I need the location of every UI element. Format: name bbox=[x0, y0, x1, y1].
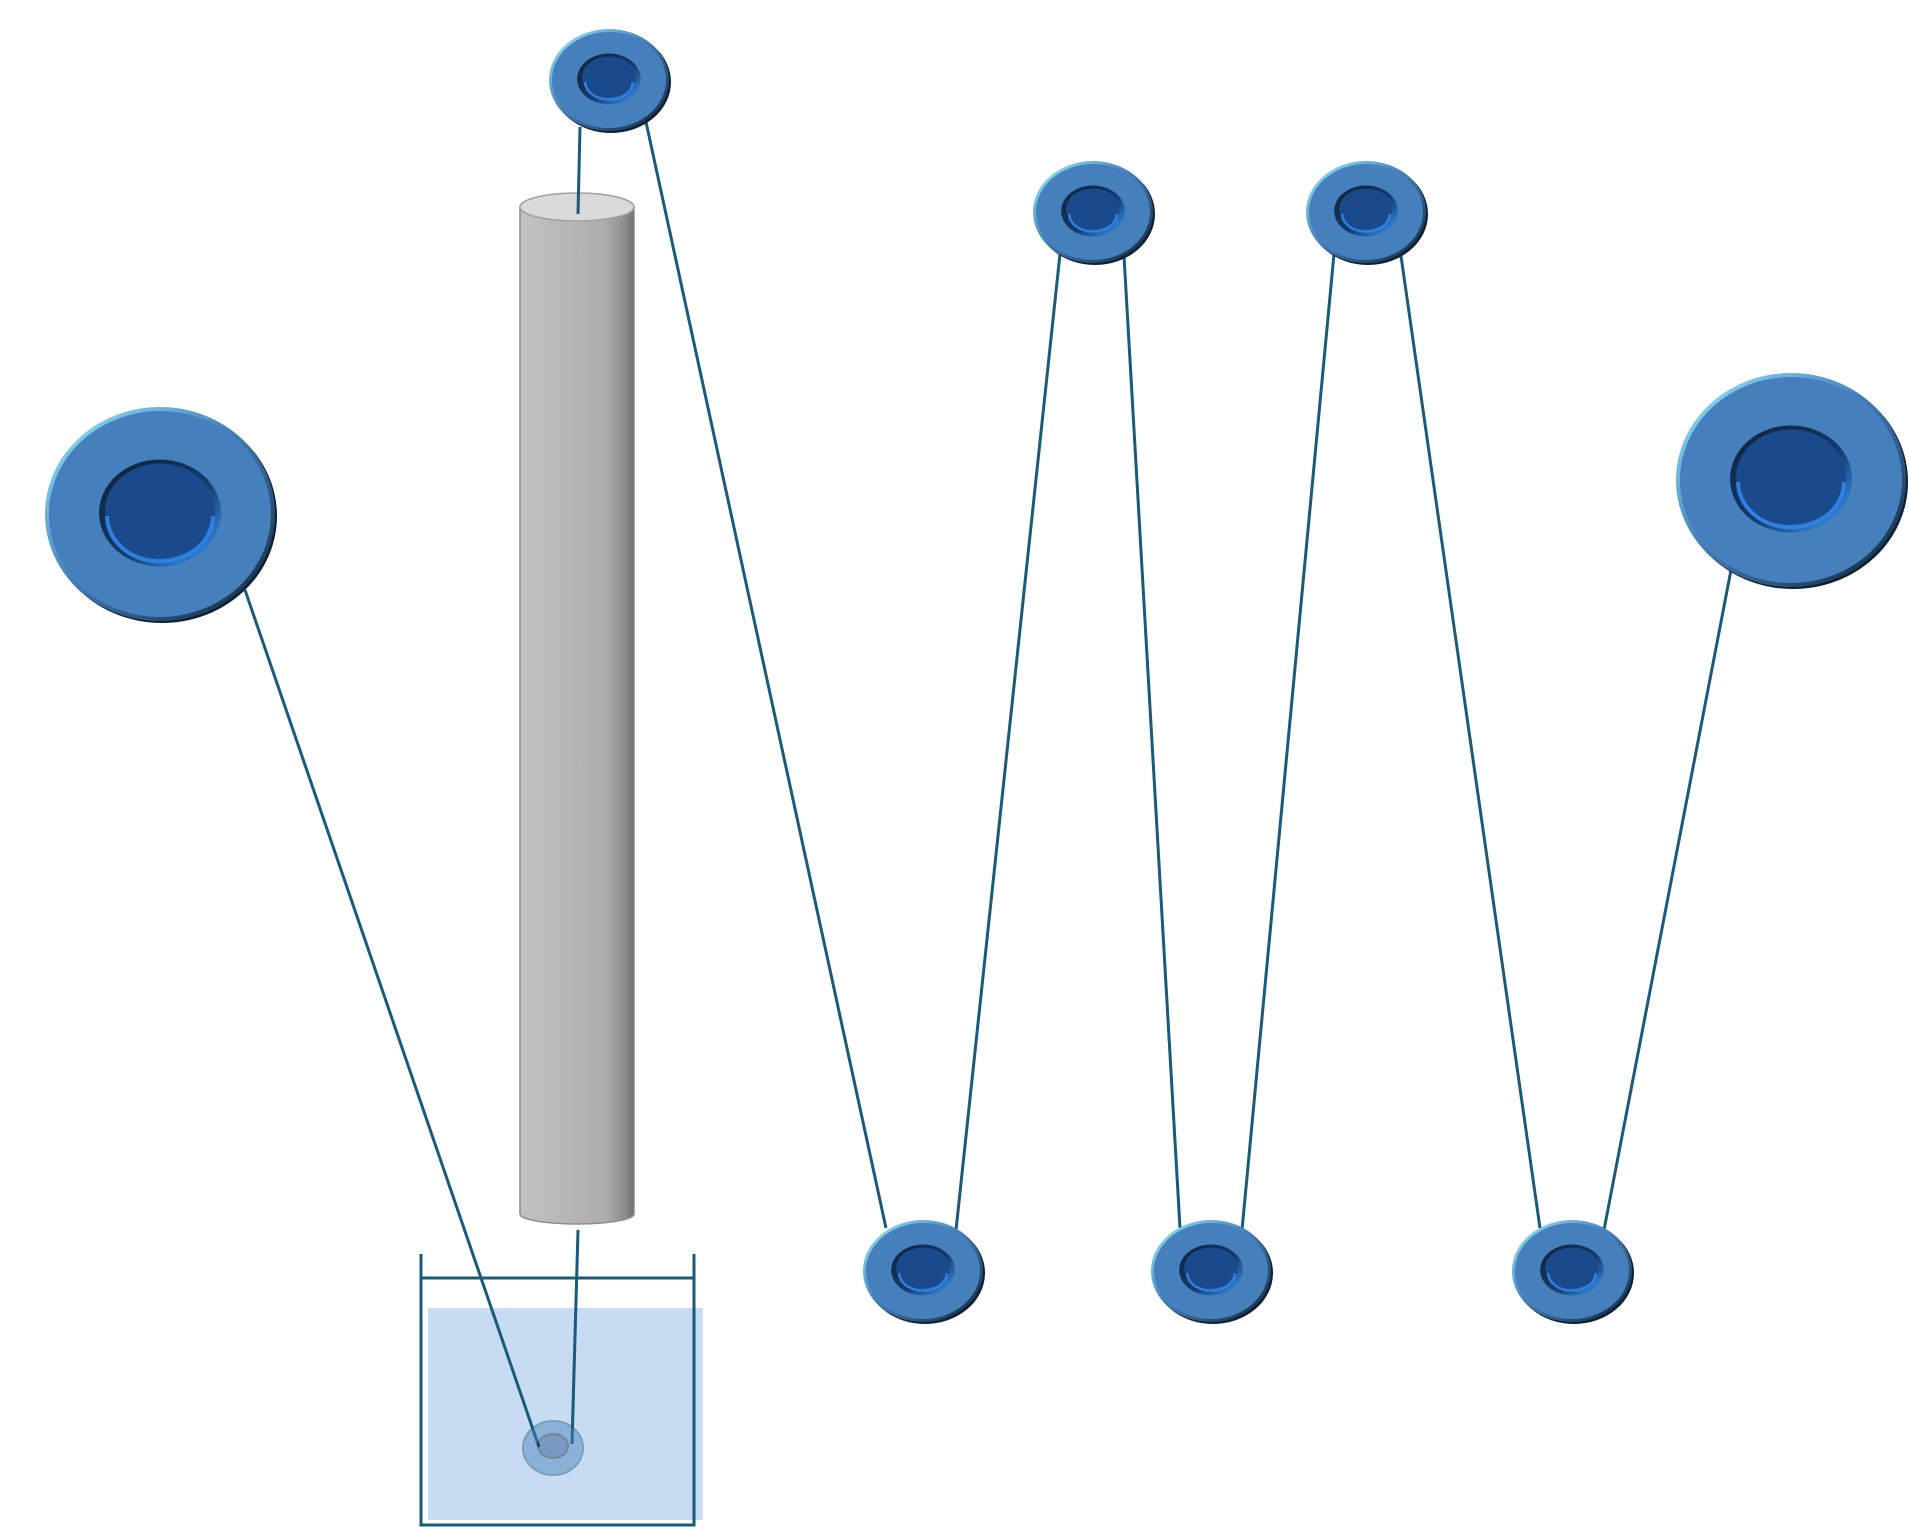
fiber-segment bbox=[1240, 253, 1336, 1231]
fiber-segment bbox=[954, 253, 1062, 1231]
bath-walls bbox=[419, 1254, 696, 1527]
bath-roller-outer bbox=[522, 1420, 584, 1476]
right-big-pulley bbox=[1676, 373, 1908, 589]
cylinder-body bbox=[519, 206, 635, 1225]
fiber-segment bbox=[576, 126, 582, 215]
pulley-hub-icon bbox=[1545, 1247, 1599, 1289]
fiber-segment bbox=[243, 589, 541, 1448]
lower-pulley-1 bbox=[863, 1220, 985, 1324]
pulley-hub-icon bbox=[1736, 429, 1846, 525]
fiber-segment bbox=[1602, 569, 1733, 1231]
top-guide-pulley bbox=[549, 29, 671, 133]
fiber-segment bbox=[570, 1229, 580, 1445]
pulley-hub-icon bbox=[1184, 1247, 1238, 1289]
lower-pulley-2 bbox=[1151, 1220, 1273, 1324]
left-big-pulley bbox=[45, 407, 277, 623]
fiber-segment bbox=[1399, 255, 1542, 1229]
fiber-segment bbox=[1122, 255, 1182, 1229]
pulley-hub-icon bbox=[105, 463, 215, 559]
cylinder-icon bbox=[519, 192, 635, 1225]
fiber-segment bbox=[644, 121, 888, 1229]
bath-roller bbox=[522, 1420, 584, 1476]
bath-liquid bbox=[428, 1308, 703, 1520]
pulley-hub-highlight bbox=[1185, 1272, 1237, 1292]
pulley-hub-highlight bbox=[1067, 213, 1119, 233]
pulley-hub-icon bbox=[1066, 188, 1120, 230]
upper-pulley-1 bbox=[1033, 161, 1155, 265]
pulley-hub-highlight bbox=[1340, 213, 1392, 233]
pulley-hub-highlight bbox=[1736, 481, 1846, 530]
upper-pulley-2 bbox=[1306, 161, 1428, 265]
pulley-hub-icon bbox=[582, 56, 636, 98]
liquid-bath-icon bbox=[419, 1254, 703, 1527]
pulley-hub-highlight bbox=[897, 1272, 949, 1292]
lower-pulley-3 bbox=[1512, 1220, 1634, 1324]
bath-roller-hub bbox=[537, 1433, 569, 1459]
pulley-hub-highlight bbox=[105, 515, 215, 564]
pulley-hub-icon bbox=[896, 1247, 950, 1289]
pulley-hub-icon bbox=[1339, 188, 1393, 230]
pulley-hub-highlight bbox=[1546, 1272, 1598, 1292]
pulley-hub-highlight bbox=[583, 81, 635, 101]
pulley-group bbox=[45, 29, 1908, 1324]
fiber-path bbox=[243, 121, 1733, 1448]
